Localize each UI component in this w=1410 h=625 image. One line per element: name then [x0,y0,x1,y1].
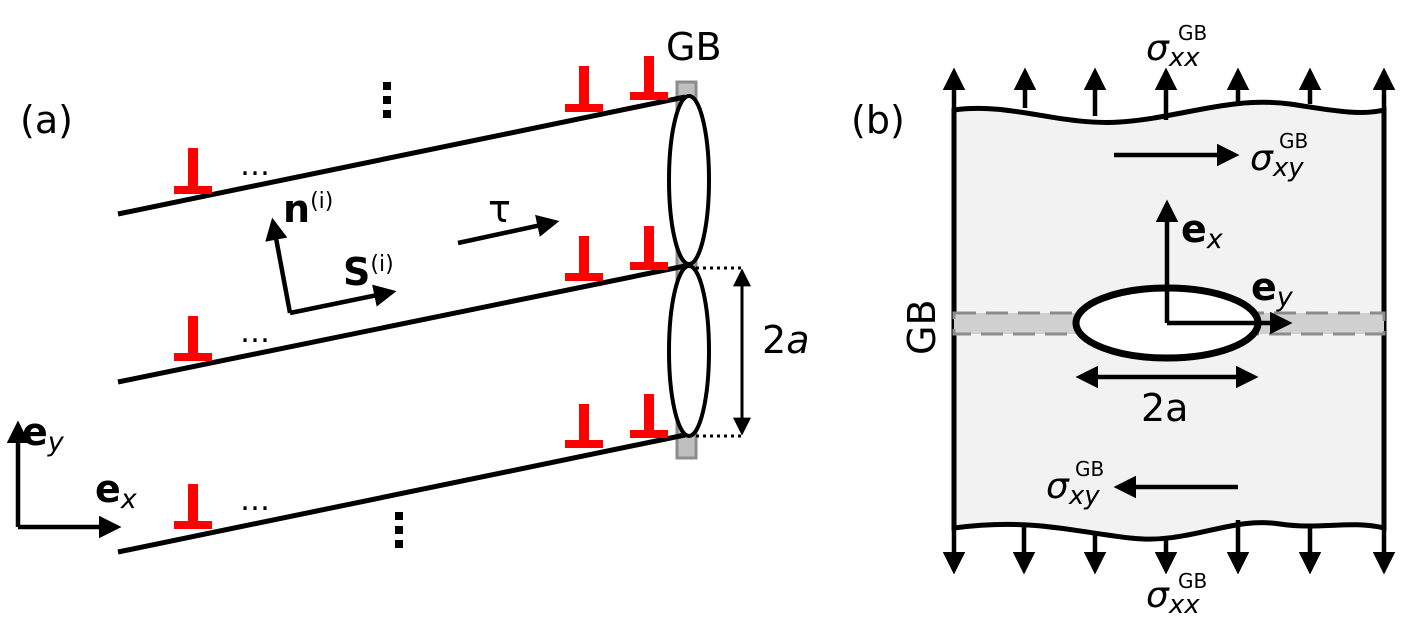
ey-basis-label-b: ey [1251,265,1294,313]
dislocation-symbol [630,226,668,270]
gb-label-a: GB [666,25,722,69]
sigma-xx-top-sup: GB [1178,21,1207,45]
ellipsis-bottom: … [240,483,270,518]
panel-a-label: (a) [20,98,73,142]
gb-label-b: GB [900,299,944,355]
slip-plane-top [117,94,686,217]
tensile-arrows-top [942,67,1396,120]
n-vector-label: n(i) [283,187,333,231]
slip-plane-middle [117,263,686,385]
dislocation-symbol [565,404,603,448]
sigma-xy-bottom-sup: GB [1075,457,1104,481]
ex-basis-label-b: ex [1181,207,1224,255]
dislocation-symbol [630,394,668,438]
crack-ellipse-lower [667,264,711,438]
sigma-xx-bottom-label: σxx [1146,575,1200,620]
panel-b-label: (b) [851,98,905,142]
ex-basis-label: ex [95,467,138,515]
ellipsis-top: … [240,148,270,183]
vertical-dots-bottom [395,512,403,548]
s-vector-arrow [289,284,397,316]
tau-arrow [457,214,560,246]
panel-b: (b) ex ey 2a GB [851,21,1396,620]
tensile-arrows-bottom [942,520,1396,575]
sigma-xy-bottom-label: σxy [1046,466,1100,511]
crack-size-label-b: 2a [1141,386,1188,430]
sigma-xy-top-sup: GB [1279,129,1308,153]
dislocations [174,56,668,529]
crack-size-label-a: 2a [762,318,809,362]
panel-a: (a) GB 2a … … … [6,25,809,555]
s-vector-label: S(i) [343,250,394,294]
dislocation-symbol [565,236,603,281]
tau-label: τ [488,187,511,231]
dislocation-symbol [630,56,668,100]
n-vector-arrow [265,217,293,314]
dislocation-symbol [174,316,212,361]
vertical-dots-top [383,82,391,118]
sigma-xx-bottom-sup: GB [1178,569,1207,593]
ellipsis-middle: … [240,315,270,350]
dislocation-symbol [565,66,603,112]
slip-plane-bottom [117,432,686,555]
dislocation-symbol [174,484,212,529]
sigma-xy-top-label: σxy [1250,138,1304,183]
dislocation-symbol [174,148,212,194]
ey-basis-label: ey [22,410,65,458]
crack-ellipse-upper [667,94,711,266]
sigma-xx-top-label: σxx [1146,28,1200,73]
